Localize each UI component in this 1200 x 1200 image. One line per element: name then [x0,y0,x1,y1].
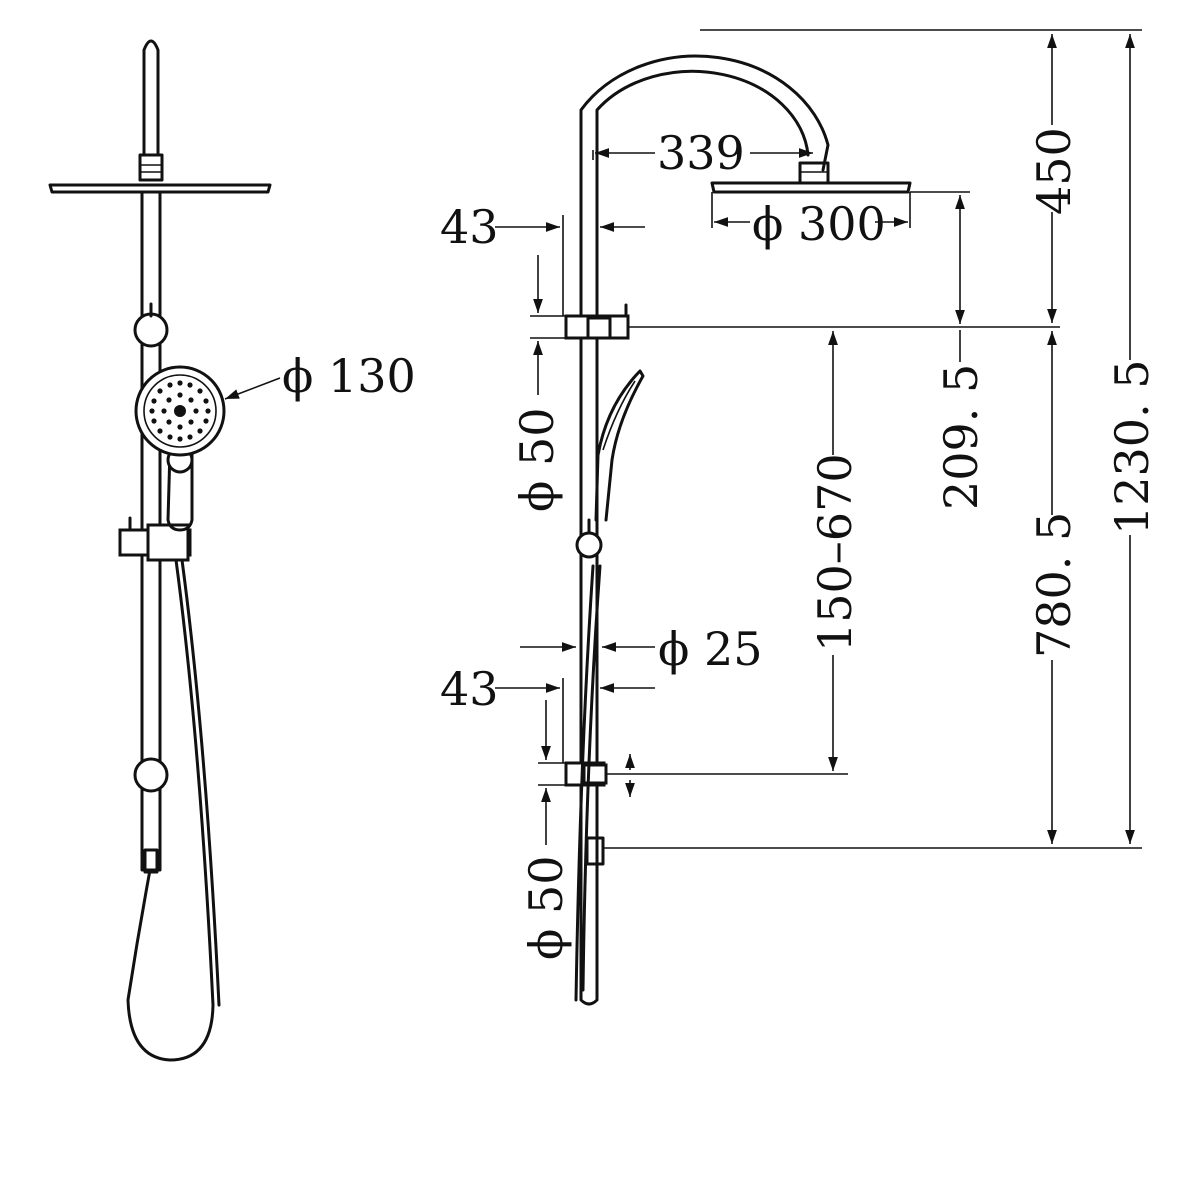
overall-height-dimension: 1230. 5 [1105,34,1159,844]
rail-offset-bottom-dimension: 43 [440,662,655,763]
side-hose [574,564,595,1002]
top-bracket-to-bottom-label: 780. 5 [1027,512,1081,658]
hand-shower-diameter-label: ϕ 130 [282,349,416,403]
extension-lines [592,29,1142,849]
bracket-diameter-top-label: ϕ 50 [510,407,564,512]
front-slide-holder [118,516,192,562]
slide-range-dimension: 150–670 [808,331,862,771]
top-bracket-to-bottom-dimension: 780. 5 [1027,331,1081,844]
front-upper-wall-bracket [133,302,169,348]
rail-offset-bottom-label: 43 [440,662,499,716]
slide-range-label: 150–670 [808,453,862,652]
rose-diameter-dimension: ϕ 300 [714,197,908,251]
front-hose [126,558,215,1062]
front-hand-shower [134,365,226,532]
arm-height-dimension: 450 [1027,34,1081,323]
front-arm-pipe [142,39,160,157]
bracket-diameter-bottom-label: ϕ 50 [519,855,573,960]
hand-shower-diameter-leader [224,377,281,400]
rose-to-bracket-dimension: 209. 5 [934,195,988,510]
rail-offset-top-dimension: 43 [440,200,645,316]
front-arm-connector [138,153,164,182]
front-rainfall-rose [48,183,272,194]
arm-reach-label: 339 [657,126,745,180]
rose-diameter-label: ϕ 300 [752,197,886,251]
rose-to-bracket-label: 209. 5 [934,364,988,510]
side-hose-elbow [585,836,605,866]
rail-diameter-label: ϕ 25 [658,622,763,676]
arm-height-label: 450 [1027,127,1081,215]
side-hand-shower [594,369,645,522]
side-lower-bracket [564,761,608,787]
front-view: ϕ 130 [48,39,416,1062]
side-upper-bracket [564,303,630,340]
side-slide-holder [575,518,603,559]
side-rail [579,316,599,1006]
bracket-diameter-top-dimension: ϕ 50 [510,255,566,512]
arm-reach-dimension: 339 [595,126,813,180]
front-lower-wall-bracket [133,757,169,793]
rail-diameter-dimension: ϕ 25 [520,622,763,676]
overall-height-label: 1230. 5 [1105,359,1159,535]
bracket-diameter-bottom-dimension: ϕ 50 [519,700,573,960]
side-gooseneck-arm [579,54,830,320]
side-rainfall-rose [710,181,912,194]
side-view: 339 ϕ 300 43 ϕ 50 209. 5 [440,29,1159,1006]
rail-offset-top-label: 43 [440,200,499,254]
